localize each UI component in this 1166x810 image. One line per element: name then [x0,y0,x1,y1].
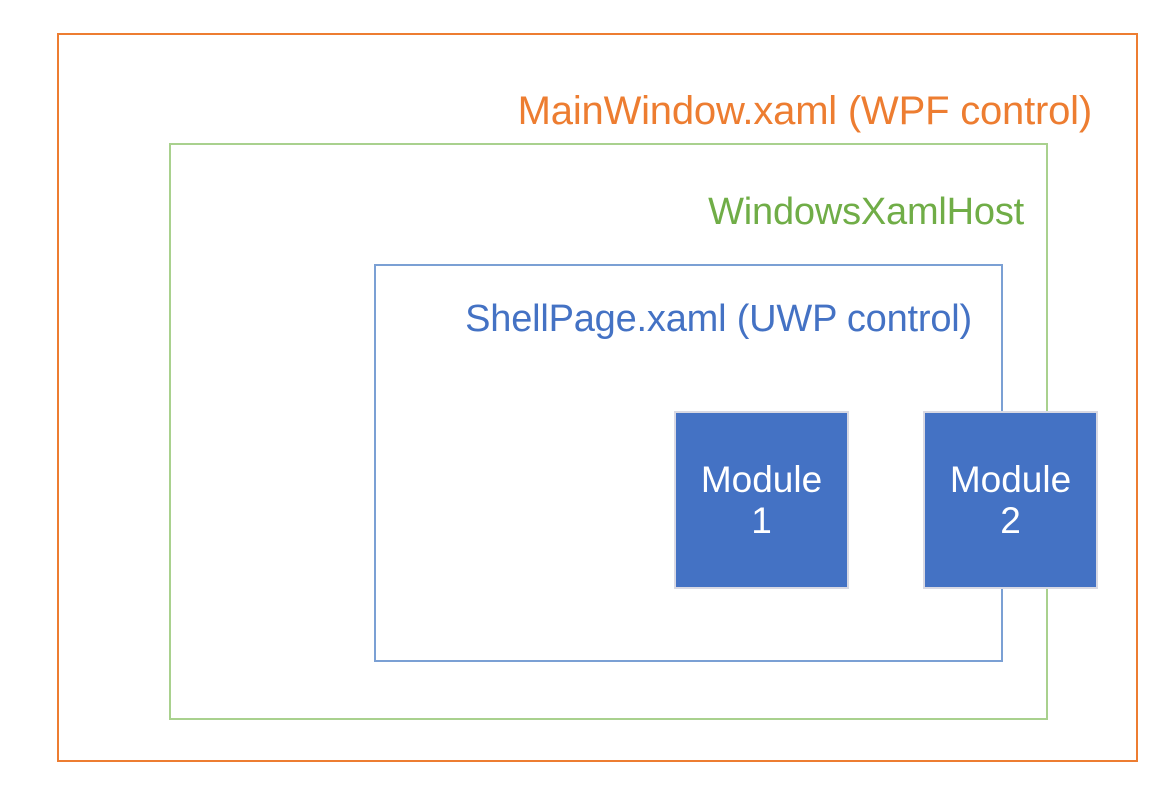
windowsxamlhost-container-box: WindowsXamlHost ShellPage.xaml (UWP cont… [169,143,1098,720]
module-1-number: 1 [751,500,772,541]
module-2-box: Module 2 [923,411,1098,589]
windowsxamlhost-label: WindowsXamlHost [708,191,1024,233]
wpf-container-label: MainWindow.xaml (WPF control) [517,89,1093,133]
shellpage-container-box: ShellPage.xaml (UWP control) Module 1 Mo… [374,264,1098,662]
module-1-box: Module 1 [674,411,849,589]
modules-row: Module 1 Module 2 [376,266,1098,660]
module-2-number: 2 [1000,500,1021,541]
module-2-name: Module [949,458,1072,500]
module-1-name: Module [700,458,823,500]
wpf-container-box: MainWindow.xaml (WPF control) WindowsXam… [57,33,1138,762]
shellpage-label: ShellPage.xaml (UWP control) [465,298,972,340]
